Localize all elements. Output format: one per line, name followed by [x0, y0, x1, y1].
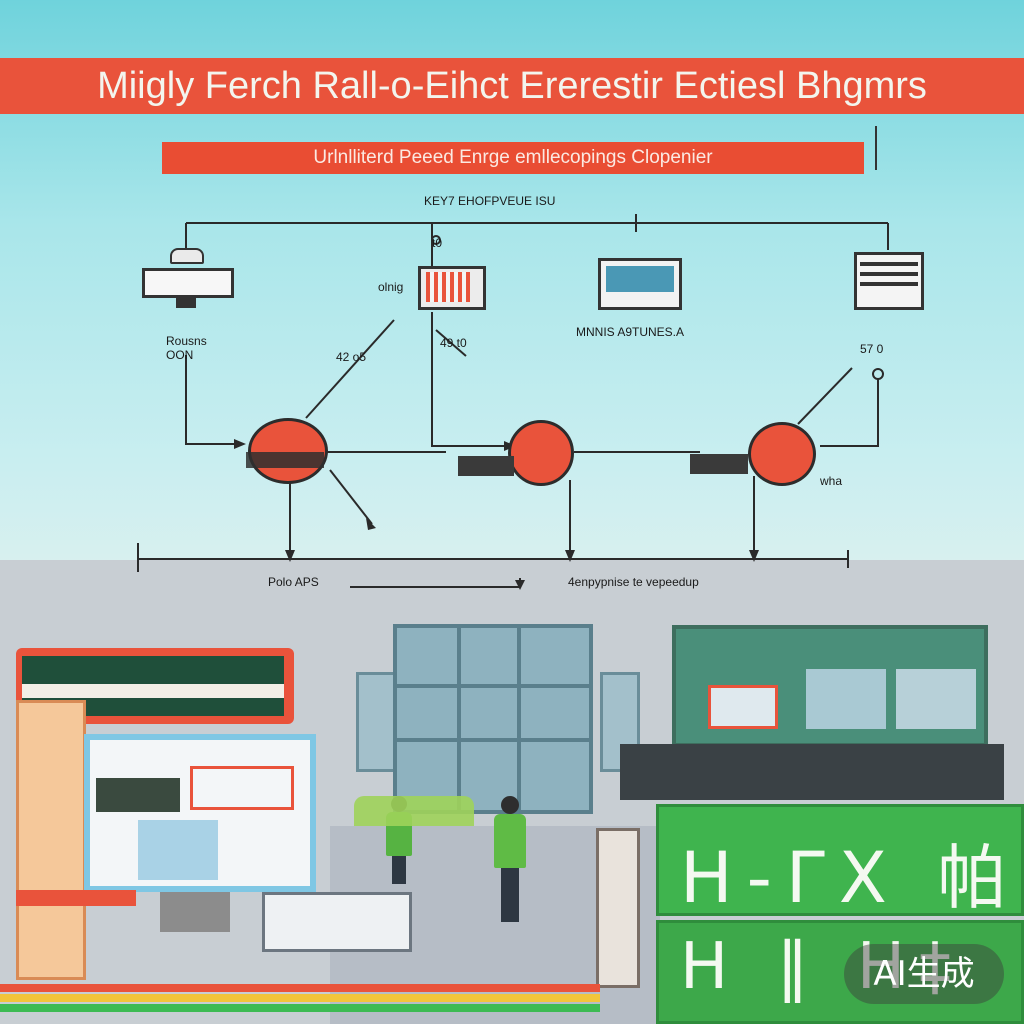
- ai-badge: [844, 944, 1004, 1004]
- office-building: [393, 624, 593, 814]
- plant-group: [354, 796, 474, 826]
- stand-icon: [176, 298, 196, 308]
- monitor-screen: [84, 734, 316, 892]
- green-display-top: [656, 804, 1024, 916]
- label-olnig: olnig: [378, 280, 404, 294]
- label-42: 42 o5: [336, 350, 367, 364]
- node-3-machine-icon: [690, 454, 748, 474]
- printer-lines-icon: [860, 262, 918, 266]
- ai-badge-text: AI生成: [873, 954, 975, 994]
- label-mnnis: MNNIS A9TUNES.A: [575, 325, 685, 339]
- arrow-head: [749, 550, 759, 562]
- port-circle: [431, 235, 441, 245]
- node-3: [748, 422, 816, 486]
- node-1: [248, 418, 328, 484]
- arrow-head: [366, 518, 376, 530]
- page-subtitle: Urlnlliterd Peeed Enrge emllecopings Clo…: [313, 147, 713, 168]
- control-tower: [16, 700, 86, 980]
- diag-1: [305, 319, 395, 419]
- control-room: [672, 625, 988, 747]
- monitor-stand: [160, 892, 230, 932]
- bottom-arrow: [350, 578, 521, 588]
- banner-tick: [875, 126, 877, 170]
- workstation-desk: [262, 892, 412, 952]
- desk: [16, 890, 136, 906]
- router-icon: [170, 248, 204, 264]
- arrow-head: [285, 550, 295, 562]
- bottom-left-label: Polo APS: [268, 575, 319, 589]
- label-t0: t0: [432, 236, 443, 250]
- building-wing-left: [356, 672, 396, 772]
- diag-3: [435, 329, 467, 357]
- port-circle: [872, 368, 884, 380]
- label-rousns: Rousns OON: [166, 334, 207, 362]
- printer-device-icon: [854, 252, 924, 310]
- title-banner: [0, 58, 1024, 114]
- bottom-right-label: 4enpypnise te vepeedup: [568, 575, 699, 589]
- branch-left: [185, 355, 240, 445]
- diag-4: [797, 367, 853, 425]
- label-49: 49 t0: [440, 336, 467, 350]
- arrow-head: [565, 550, 575, 562]
- dashboard-strip: [22, 684, 284, 698]
- label-wha: wha: [820, 474, 843, 488]
- floor-stripe-yellow: [0, 994, 600, 1002]
- floor-stripe-red: [0, 984, 600, 992]
- subtitle-banner: [162, 142, 864, 174]
- node-2: [508, 420, 574, 486]
- green-display-top-glyphs: H-ΓX 帕: [680, 837, 1022, 919]
- person-2: [494, 796, 526, 924]
- branch-mid: [431, 312, 510, 447]
- page-title: Miigly Ferch Rall-o-Eihct Ererestir Ecti…: [97, 65, 927, 107]
- green-display-bottom-glyphs: H ‖ H‡: [680, 930, 965, 1004]
- arrow-head: [515, 580, 525, 590]
- display-screen-icon: [606, 266, 674, 292]
- monitor-device-icon: [142, 268, 234, 298]
- branch-right: [820, 378, 879, 447]
- label-57: 57 0: [860, 342, 884, 356]
- floor-stripe-green: [0, 1004, 600, 1012]
- equipment-rack: [596, 828, 640, 988]
- diagram-top-label: KEY7 EHOFPVEUE ISU: [424, 194, 556, 208]
- diag-2: [329, 469, 373, 525]
- server-slots-icon: [426, 272, 470, 302]
- arrow-head: [234, 439, 246, 449]
- console-row: [620, 744, 1004, 800]
- green-display-bottom: [656, 920, 1024, 1024]
- node-1-plate: [246, 452, 324, 468]
- node-2-machine-icon: [458, 456, 514, 476]
